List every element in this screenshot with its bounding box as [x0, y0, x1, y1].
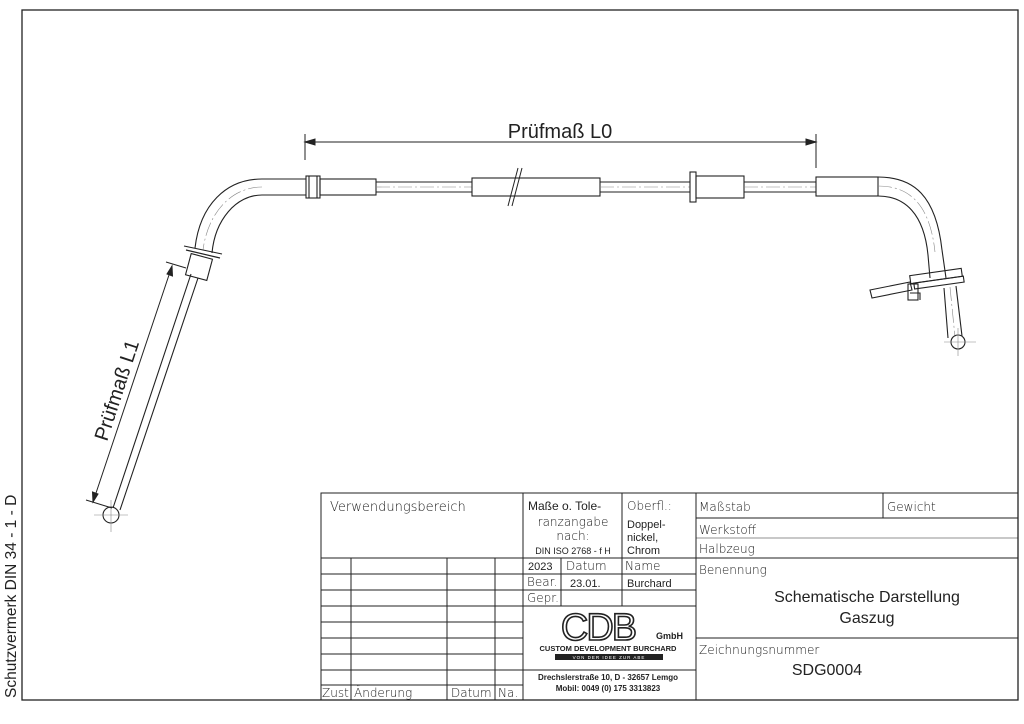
material-label: Werkstoff — [699, 523, 757, 537]
drawing-number-label: Zeichnungsnummer — [699, 643, 819, 657]
usage-label: Verwendungsbereich — [330, 500, 466, 515]
designation-label: Benennung — [699, 563, 767, 577]
tolerance-standard: DIN ISO 2768 - f H — [535, 546, 611, 556]
surface-label: Oberfl.: — [627, 499, 672, 513]
drawing-number: SDG0004 — [792, 662, 862, 679]
bear-name: Burchard — [627, 578, 672, 590]
rev-header-change: Änderung — [354, 685, 412, 700]
gepr-label: Gepr. — [527, 591, 559, 605]
bear-date: 23.01. — [570, 578, 601, 590]
company-address: Drechslerstraße 10, D - 32657 Lemgo — [538, 673, 678, 682]
rev-header-zust: Zust — [322, 686, 349, 700]
tolerance-line2: ranzangabe — [538, 515, 609, 529]
weight-label: Gewicht — [887, 500, 936, 514]
adjuster-flange — [689, 171, 697, 203]
drawing-title-line1: Schematische Darstellung — [774, 589, 960, 606]
left-ferrule — [184, 252, 214, 282]
surface-line3: Chrom — [627, 545, 660, 557]
drawing-title-line2: Gaszug — [839, 610, 894, 627]
rev-header-date: Datum — [451, 686, 492, 700]
name-header: Name — [625, 559, 660, 573]
dimension-l0-label: Prüfmaß L0 — [508, 121, 612, 143]
bear-label: Bear. — [527, 575, 557, 589]
tolerance-line1: Maße o. Tole- — [528, 499, 601, 513]
logo-gmbh: GmbH — [656, 631, 683, 641]
company-mobile: Mobil: 0049 (0) 175 3313823 — [556, 684, 661, 693]
tolerance-line3: nach: — [556, 529, 589, 543]
rev-header-name: Na. — [498, 686, 518, 700]
scale-label: Maßstab — [699, 500, 751, 514]
middle-tube — [471, 177, 601, 197]
surface-line2: nickel, — [627, 532, 658, 544]
logo-letters: CDB — [561, 607, 636, 649]
title-block — [320, 492, 1019, 701]
year: 2023 — [528, 561, 552, 573]
protection-note: Schutzvermerk DIN 34 - 1 - D — [3, 495, 20, 698]
surface-line1: Doppel- — [627, 519, 666, 531]
throttle-cable-drawing — [94, 167, 976, 532]
date-header: Datum — [566, 559, 607, 573]
semi-finished-label: Halbzeug — [699, 542, 755, 556]
company-name: CUSTOM DEVELOPMENT BURCHARD — [540, 644, 678, 653]
dimension-l1 — [85, 261, 187, 509]
left-nut — [305, 175, 321, 199]
dimension-l0 — [303, 134, 818, 168]
company-logo: CDB GmbH CUSTOM DEVELOPMENT BURCHARD VON… — [540, 606, 683, 660]
company-tagline: VON DER IDEE ZUR ABE — [573, 655, 646, 660]
